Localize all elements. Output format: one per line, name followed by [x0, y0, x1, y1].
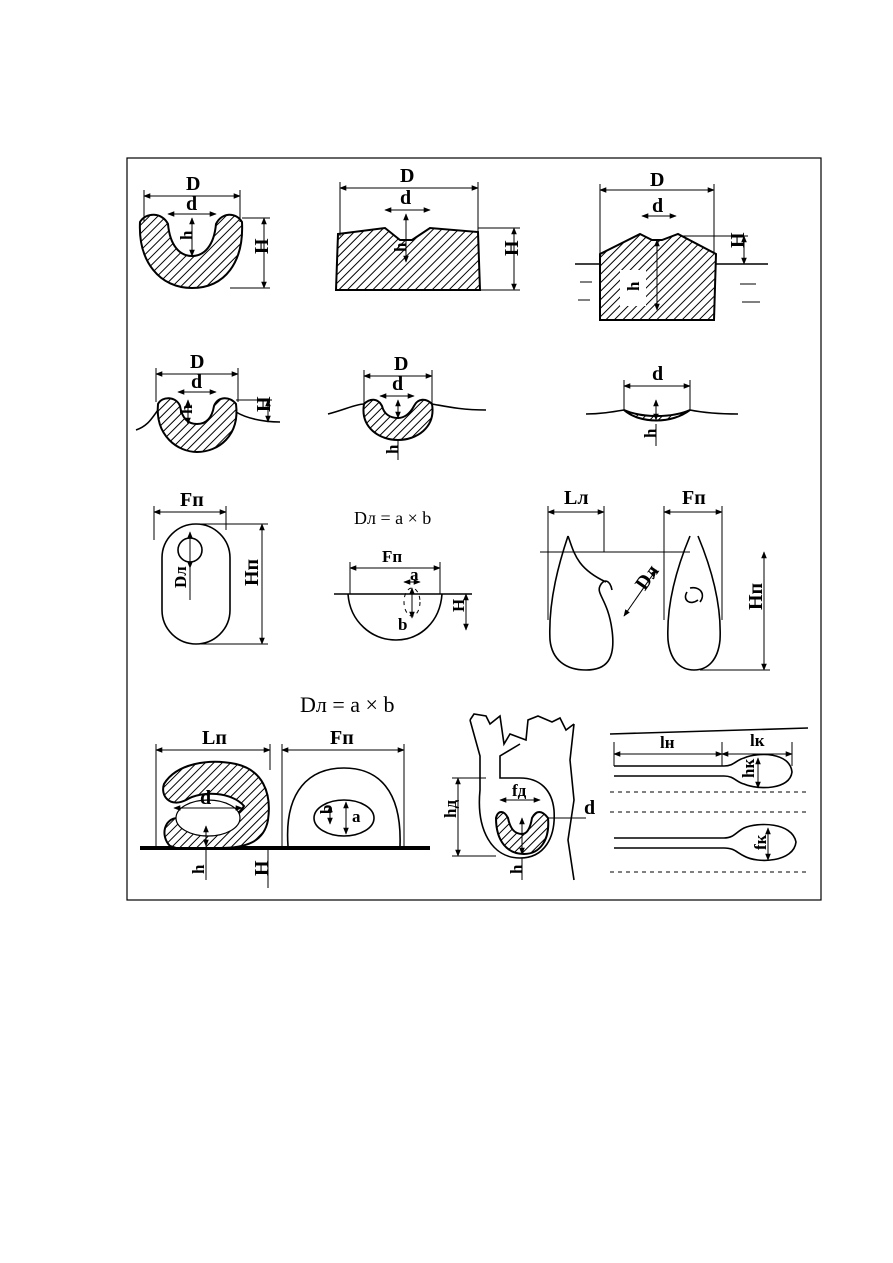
fig12-a-label: a — [352, 807, 361, 826]
fig1-D-label: D — [186, 173, 200, 195]
fig2-h-label: h — [391, 242, 410, 252]
fig2-defect-surface: D d h H — [334, 165, 523, 291]
fig1-d-label: d — [186, 193, 197, 215]
fig12-blister: Fп b a — [281, 727, 405, 847]
fig13-hbottom-label: h — [507, 864, 526, 874]
fig5-h-label: h — [383, 444, 402, 454]
fig14-l1-label: lн — [660, 733, 675, 752]
fig11-h-label: h — [189, 864, 208, 874]
fig8-b-label: b — [398, 615, 407, 634]
fig4-h-label: h — [177, 404, 196, 414]
fig10-pore-drop: Fп Нп — [663, 487, 770, 671]
fig1-defect-cup: D d h H — [138, 173, 273, 290]
row4-formula: Dл = a × b — [300, 692, 394, 717]
fig4-defect-ground: D d h H — [135, 351, 281, 454]
fig3-H-label: H — [727, 232, 749, 248]
fig7-D-label: Dл — [171, 566, 190, 588]
fig4-D-label: D — [190, 351, 204, 373]
fig1-h-label: h — [177, 230, 196, 240]
fig14-fk-label: fк — [751, 834, 770, 850]
fig13-h-label: hд — [441, 800, 460, 818]
fig11-d-label: d — [200, 787, 211, 809]
fig11-defect-hook: Lп d h H — [140, 727, 430, 888]
fig3-d-label: d — [652, 195, 663, 217]
fig3-h-label: h — [624, 281, 643, 291]
fig13-d-label: d — [584, 797, 595, 819]
fig2-d-label: d — [400, 187, 411, 209]
fig6-d-label: d — [652, 363, 663, 385]
fig8-F-label: Fп — [382, 547, 402, 566]
fig2-D-label: D — [400, 165, 414, 187]
fig10-F-label: Fп — [682, 487, 706, 509]
fig8-a-label: a — [410, 565, 419, 584]
fig14-crack-canals: lн lк hк fк — [609, 727, 809, 873]
fig6-h-label: h — [641, 428, 660, 438]
fig13-f-label: fд — [512, 781, 527, 800]
figure-frame — [126, 157, 822, 901]
fig3-D-label: D — [650, 169, 664, 191]
fig5-defect-ground: D d h — [327, 353, 487, 460]
fig8-H-label: H — [449, 599, 468, 612]
fig9-D-label: Dл — [631, 561, 664, 595]
fig10-H-label: Нп — [745, 583, 767, 610]
fig8-formula: Dл = a × b — [354, 508, 431, 528]
fig7-pore-oval: Fп Dл Нп — [153, 489, 268, 645]
fig13-defect-branch: hд fд d h — [441, 713, 595, 881]
fig6-defect-shallow: d h — [585, 363, 739, 446]
fig1-H-label: H — [251, 238, 273, 254]
fig11-L-label: Lп — [202, 727, 227, 749]
fig8-pore-semicircle: Dл = a × b Fп a b H — [334, 508, 472, 641]
fig2-H-label: H — [501, 240, 523, 256]
fig5-d-label: d — [392, 373, 403, 395]
fig9-L-label: Lл — [564, 487, 589, 509]
fig3-defect-underwater: D d h H — [575, 169, 768, 321]
fig14-l2-label: lк — [750, 731, 765, 750]
fig4-H-label: H — [253, 396, 275, 412]
fig7-H-label: Нп — [241, 559, 263, 586]
fig12-b-label: b — [317, 805, 336, 814]
fig4-d-label: d — [191, 371, 202, 393]
fig14-hk-label: hк — [739, 759, 758, 778]
fig11-H-label: H — [251, 860, 273, 876]
fig5-D-label: D — [394, 353, 408, 375]
fig7-F-label: Fп — [180, 489, 204, 511]
fig12-F-label: Fп — [330, 727, 354, 749]
